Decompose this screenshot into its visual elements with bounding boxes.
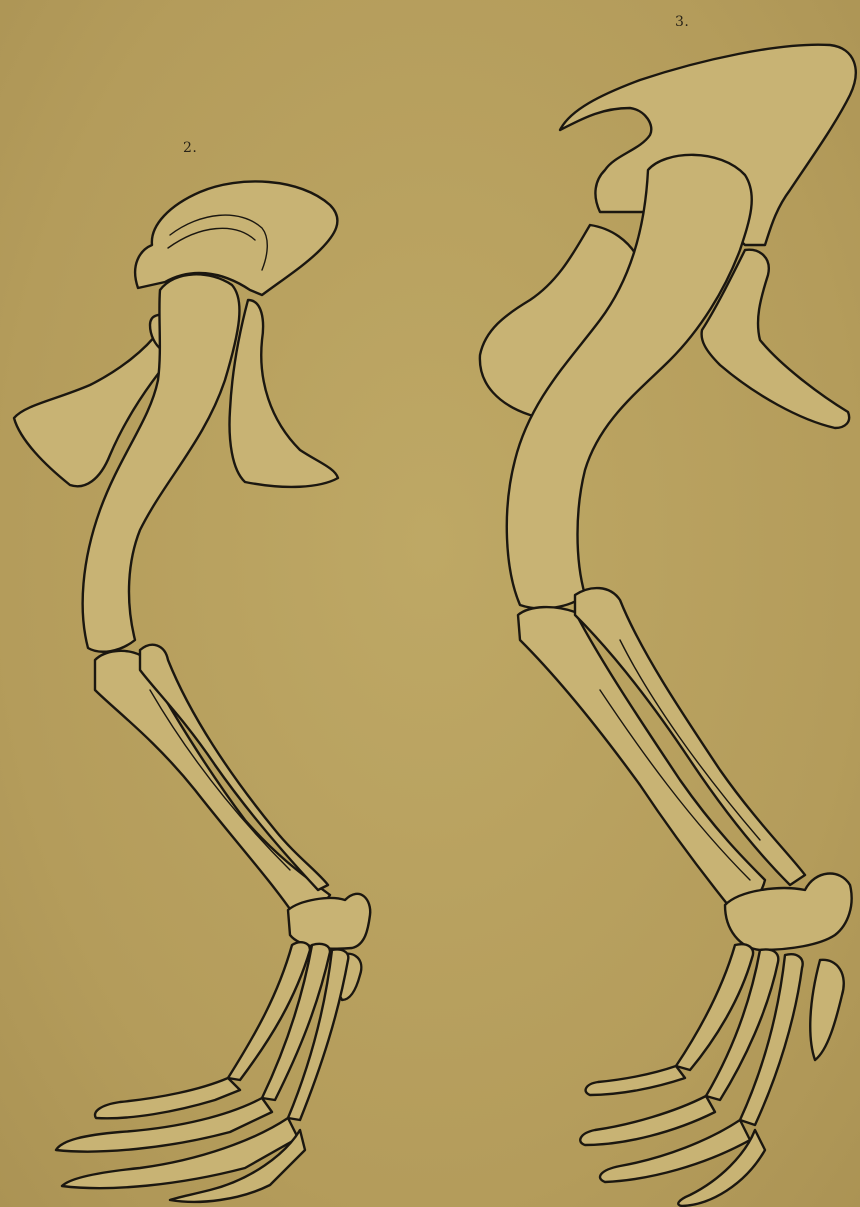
figure-3-skeleton bbox=[480, 45, 856, 1206]
fig2-tarsals bbox=[288, 894, 370, 949]
figure-3-label: 3. bbox=[675, 14, 689, 30]
fig2-fibula bbox=[140, 645, 328, 890]
fig2-toe-1 bbox=[95, 1078, 240, 1118]
figure-2-label: 2. bbox=[183, 140, 197, 156]
fig2-ischium bbox=[230, 300, 338, 487]
fig3-toe-2 bbox=[580, 1096, 715, 1145]
fig2-ilium bbox=[135, 181, 337, 295]
fig3-heel bbox=[810, 960, 843, 1060]
fig3-toe-1 bbox=[586, 1066, 685, 1095]
figure-2-skeleton bbox=[14, 181, 370, 1201]
